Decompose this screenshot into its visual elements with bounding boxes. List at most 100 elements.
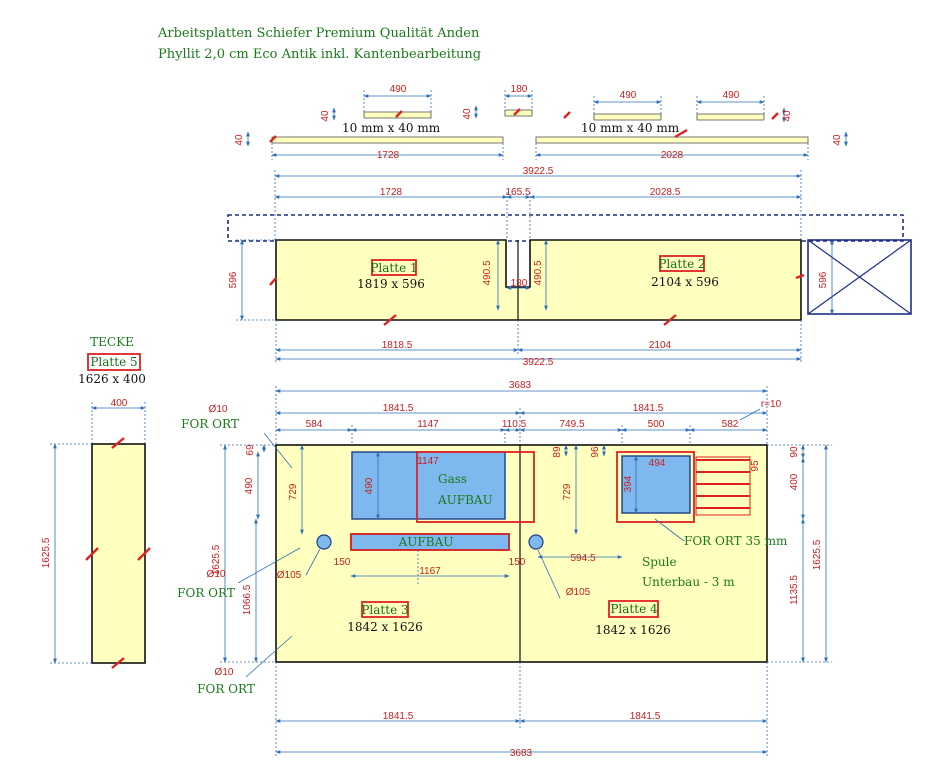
lower-d90: 90: [789, 446, 800, 458]
sink-offset-dimension: 594.5: [570, 553, 595, 564]
lower-d1135: 1135.5: [789, 575, 800, 605]
lower-seg-110: 110.5: [502, 419, 527, 430]
upper-seg-2: 165.5: [505, 187, 530, 198]
strip-long-1-length: 1728: [377, 150, 400, 161]
hole-2-diameter: Ø10: [207, 569, 226, 580]
wall-cabinet-outline: [227, 214, 904, 242]
sink-cutout: [621, 455, 691, 514]
upper-depth-left: 596: [228, 271, 239, 288]
notch-left-dimension: 490.5: [482, 260, 493, 285]
tecke-height: 1625.5: [41, 537, 52, 568]
tap-left-diameter: Ø105: [277, 570, 302, 581]
upper-bottom-1: 1818.5: [382, 340, 413, 351]
strip-4-length: 490: [723, 90, 740, 101]
hole-1-diameter: Ø10: [209, 404, 228, 415]
lower-seg-500: 500: [648, 419, 665, 430]
lower-half-2: 1841.5: [633, 403, 664, 414]
lower-bottom-1: 1841.5: [383, 711, 414, 722]
platte-1-label: Platte 1: [370, 261, 417, 275]
hob-width: 1147: [417, 456, 439, 467]
lower-seg-582: 582: [722, 419, 739, 430]
upper-countertop: 3922.5 1728 165.5 2028.5 596 596 490.5 4…: [227, 166, 912, 368]
upper-bottom-total: 3922.5: [523, 357, 554, 368]
lower-d69: 69: [245, 444, 256, 456]
hole-3-diameter: Ø10: [215, 667, 234, 678]
platte-3-size: 1842 x 1626: [347, 620, 422, 634]
spule-label: Spule: [642, 555, 677, 569]
hob-depth: 490: [364, 477, 375, 494]
lower-d1625-right: 1625.5: [812, 539, 823, 570]
strip-4-height: 40: [782, 110, 793, 122]
platte-3-label-box: [361, 601, 409, 618]
platte-1-label-box: [371, 259, 417, 276]
strip-2-length: 180: [511, 84, 528, 95]
lower-d400: 400: [789, 473, 800, 490]
tap-hole-left: [316, 534, 332, 550]
platte-4-label: Platte 4: [610, 602, 658, 616]
sink-outer-box: [616, 451, 695, 523]
sink-depth: 394: [623, 475, 634, 492]
edge-strip-3: [593, 113, 662, 121]
lower-seg-749: 749.5: [559, 419, 584, 430]
lower-half-1: 1841.5: [383, 403, 414, 414]
platte-2-label: Platte 2: [658, 257, 705, 271]
gass-aufbau-label: AUFBAU: [437, 493, 493, 507]
gass-label: Gass: [438, 472, 467, 486]
strip-long-2-length: 2028: [661, 150, 684, 161]
aufbau-offset-right: 150: [509, 557, 526, 568]
gass-aufbau-box: [416, 451, 535, 523]
notch-width: 180: [511, 278, 528, 289]
strip-spec-right: 10 mm x 40 mm: [581, 121, 680, 135]
edge-strip-long-2: [535, 136, 809, 144]
tecke-title: TECKE: [90, 335, 134, 349]
platte-5-label-box: [87, 353, 141, 371]
for-ort-35: FOR ORT 35 mm: [684, 534, 788, 548]
platte-2-label-box: [659, 255, 705, 272]
sink-width: 494: [649, 458, 666, 469]
appliance-box: [807, 239, 912, 315]
platte-1-size: 1819 x 596: [357, 277, 425, 291]
lower-d1625-left: 1625.5: [211, 544, 222, 575]
platte-2-size: 2104 x 596: [651, 275, 719, 289]
upper-seg-3: 2028.5: [650, 187, 681, 198]
edge-strip-4: [696, 113, 765, 121]
platte-5-label: Platte 5: [90, 355, 137, 369]
aufbau-width: 1167: [419, 566, 441, 577]
header-line-2: Phyllit 2,0 cm Eco Antik inkl. Kantenbea…: [158, 47, 481, 62]
platte-3-label: Platte 3: [361, 603, 408, 617]
platte-5-slab: [91, 443, 146, 664]
aufbau-box: [350, 533, 510, 551]
lower-d490: 490: [244, 477, 255, 494]
drain-offset: 95: [750, 460, 761, 472]
upper-bottom-2: 2104: [649, 340, 672, 351]
upper-seg-1: 1728: [380, 187, 403, 198]
strip-3-length: 490: [620, 90, 637, 101]
hole-3-text: FOR ORT: [197, 682, 255, 696]
hole-2-text: FOR ORT: [177, 586, 235, 600]
aufbau-label: AUFBAU: [398, 535, 454, 549]
lower-bottom-total: 3683: [510, 748, 533, 759]
tap-hole-right: [528, 534, 544, 550]
edge-strips: 490 40 180 40 490 490 40 10 mm x 40 mm 1…: [234, 84, 848, 161]
tap-right-diameter: Ø105: [566, 587, 591, 598]
platte-5-size: 1626 x 400: [78, 372, 146, 386]
lower-countertop: 3683 1841.5 1841.5 584 1147 110.5 749.5 …: [177, 380, 832, 759]
lower-d729: 729: [288, 483, 299, 500]
strip-2-height: 40: [462, 108, 473, 120]
lower-d1066: 1066.5: [242, 584, 253, 615]
strip-long-2-height: 40: [832, 134, 843, 146]
upper-depth-right: 596: [818, 271, 829, 288]
header-line-1: Arbeitsplatten Schiefer Premium Qualität…: [157, 26, 480, 41]
lower-bottom-2: 1841.5: [630, 711, 661, 722]
tecke-panel: TECKE Platte 5 1626 x 400 400 1625.5: [41, 335, 151, 669]
aufbau-offset-left: 150: [334, 557, 351, 568]
strip-1-height: 40: [320, 110, 331, 122]
lower-seg-1147: 1147: [417, 419, 439, 430]
unterbau-label: Unterbau - 3 m: [642, 575, 735, 589]
lower-d729-right: 729: [562, 483, 573, 500]
strip-spec-left: 10 mm x 40 mm: [342, 121, 441, 135]
corner-radius: r=10: [761, 399, 782, 410]
lower-total-dimension: 3683: [509, 380, 532, 391]
lower-d89: 89: [552, 446, 563, 458]
